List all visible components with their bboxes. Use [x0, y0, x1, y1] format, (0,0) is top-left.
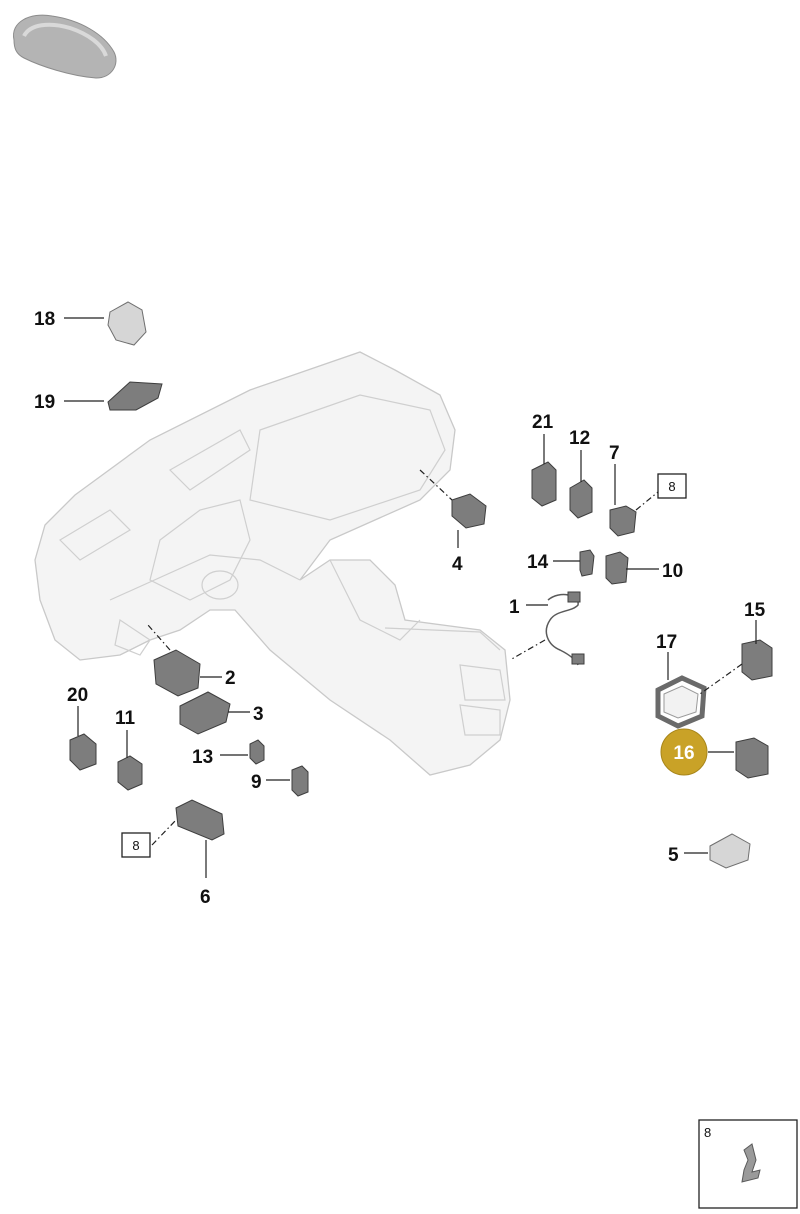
part-11-drawing[interactable]: [117, 755, 143, 791]
part-12-drawing[interactable]: [569, 479, 593, 519]
callout-20[interactable]: 20: [67, 685, 88, 706]
detail-inset-label: 8: [704, 1125, 711, 1140]
callout-21[interactable]: 21: [532, 412, 554, 433]
boxed-ref-8-left-label: 8: [132, 838, 139, 853]
part-6-drawing[interactable]: [175, 799, 225, 841]
callout-11[interactable]: 11: [115, 708, 136, 729]
callout-16: 16: [673, 743, 694, 764]
callout-4[interactable]: 4: [452, 554, 463, 575]
callout-7[interactable]: 7: [609, 443, 620, 464]
part-15-drawing[interactable]: [741, 639, 773, 681]
callout-labels: 18 19 21 12 7 4 14 10 1 15 17 5 2 3 20 1…: [34, 309, 766, 908]
clip-part-drawing: [741, 1143, 761, 1183]
part-9-drawing[interactable]: [291, 765, 309, 797]
callout-5[interactable]: 5: [668, 845, 679, 866]
boxed-ref-8-left[interactable]: 8: [121, 832, 151, 858]
part-7-drawing[interactable]: [609, 505, 637, 537]
vehicle-thumbnail[interactable]: [13, 14, 117, 79]
part-3-drawing[interactable]: [179, 691, 231, 735]
part-16-drawing[interactable]: [735, 737, 769, 779]
callout-1[interactable]: 1: [509, 597, 520, 618]
callout-3[interactable]: 3: [253, 704, 264, 725]
callout-17[interactable]: 17: [656, 632, 677, 653]
callout-16-highlight[interactable]: 16: [660, 728, 708, 776]
callout-14[interactable]: 14: [527, 552, 549, 573]
part-2-drawing[interactable]: [153, 649, 201, 697]
callout-15[interactable]: 15: [744, 600, 766, 621]
dashboard-assembly: [34, 351, 511, 776]
callout-2[interactable]: 2: [225, 668, 236, 689]
part-5-drawing[interactable]: [709, 833, 751, 869]
callout-19[interactable]: 19: [34, 392, 55, 413]
part-20-drawing[interactable]: [69, 733, 97, 771]
part-18-drawing[interactable]: [107, 301, 147, 346]
detail-inset-8[interactable]: 8: [698, 1119, 798, 1209]
part-14-drawing[interactable]: [579, 549, 595, 577]
callout-18[interactable]: 18: [34, 309, 55, 330]
part-13-drawing[interactable]: [249, 739, 265, 765]
callout-13[interactable]: 13: [192, 747, 213, 768]
callout-10[interactable]: 10: [662, 561, 683, 582]
part-1-drawing[interactable]: [545, 591, 585, 666]
callout-9[interactable]: 9: [251, 772, 262, 793]
boxed-ref-8-right[interactable]: 8: [657, 473, 687, 499]
part-4-drawing[interactable]: [451, 493, 487, 529]
callout-6[interactable]: 6: [200, 887, 211, 908]
part-17-drawing[interactable]: [655, 675, 707, 729]
boxed-ref-8-right-label: 8: [668, 479, 675, 494]
callout-12[interactable]: 12: [569, 428, 590, 449]
part-19-drawing[interactable]: [107, 381, 163, 411]
leader-lines: [64, 317, 757, 878]
part-10-drawing[interactable]: [605, 551, 629, 585]
part-21-drawing[interactable]: [531, 461, 557, 507]
